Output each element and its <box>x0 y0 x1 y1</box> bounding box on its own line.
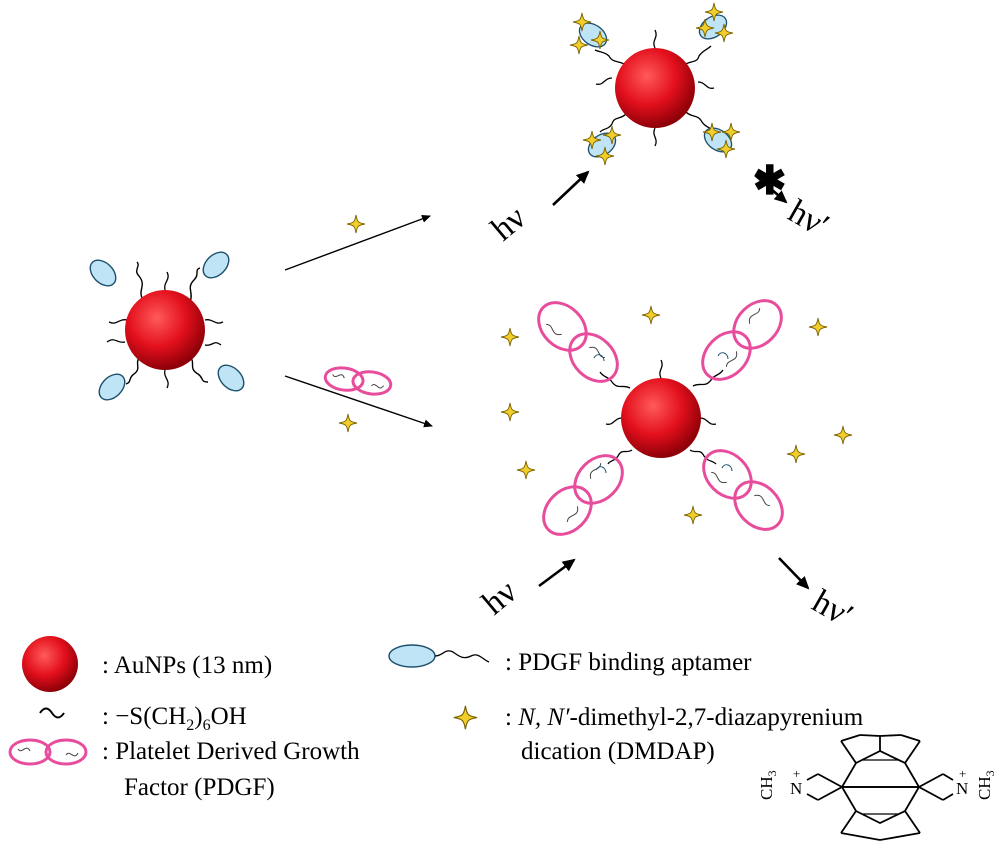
arrow-icon <box>778 557 810 590</box>
aptamer-icon <box>98 373 126 401</box>
fluorescent-complex <box>527 289 794 546</box>
legend-dmdap-line1: : N, N′-dimethyl-2,7-diazapyrenium <box>505 704 864 731</box>
aptamer-icon <box>217 364 245 392</box>
linker-icon <box>39 707 65 719</box>
arrow-icon <box>754 174 788 204</box>
nitrogen-right: N <box>956 779 968 798</box>
legend-dmdap-line2: dication (DMDAP) <box>521 738 715 765</box>
charge-right: + <box>959 766 966 781</box>
arrow-icon <box>552 170 590 206</box>
methyl-right: CH3 <box>975 770 997 800</box>
aptamer-icon <box>388 644 436 668</box>
legend-aunp: : AuNPs (13 nm) <box>102 652 272 679</box>
dmdap-structure <box>806 734 954 841</box>
quench-mark: ✱ <box>753 158 787 203</box>
pdgf-icon <box>322 364 394 398</box>
gold-nanoparticle-icon <box>615 48 695 128</box>
dmdap-star-icon <box>346 214 366 234</box>
dmdap-star-icon <box>453 705 478 730</box>
emission-label-2: hν′ <box>806 583 859 635</box>
methyl-left: CH3 <box>757 770 779 800</box>
nitrogen-left: N <box>790 779 802 798</box>
arrow-icon <box>284 215 431 271</box>
aptamer-icon <box>202 251 230 279</box>
probe-nanoparticle <box>89 251 245 401</box>
quenched-complex <box>569 2 741 166</box>
gold-nanoparticle-icon <box>125 290 205 370</box>
pdgf-icon <box>8 738 88 766</box>
dmdap-star-icon <box>338 413 358 433</box>
excitation-label: hν <box>484 199 533 248</box>
legend-aptamer: : PDGF binding aptamer <box>505 649 752 676</box>
gold-nanoparticle-icon <box>621 378 701 458</box>
excitation-label-2: hν <box>475 573 524 622</box>
legend-pdgf-line2: Factor (PDGF) <box>124 774 275 801</box>
legend-linker: : −S(CH2)6OH <box>102 703 247 734</box>
legend: : AuNPs (13 nm) : −S(CH2)6OH : Platelet … <box>8 636 864 801</box>
arrow-icon <box>538 558 576 588</box>
emission-label: hν′ <box>782 193 835 245</box>
legend-pdgf-line1: : Platelet Derived Growth <box>102 738 360 765</box>
charge-left: + <box>793 766 800 781</box>
gold-nanoparticle-icon <box>22 636 78 692</box>
aptamer-icon <box>89 259 117 287</box>
arrow-icon <box>284 375 433 428</box>
